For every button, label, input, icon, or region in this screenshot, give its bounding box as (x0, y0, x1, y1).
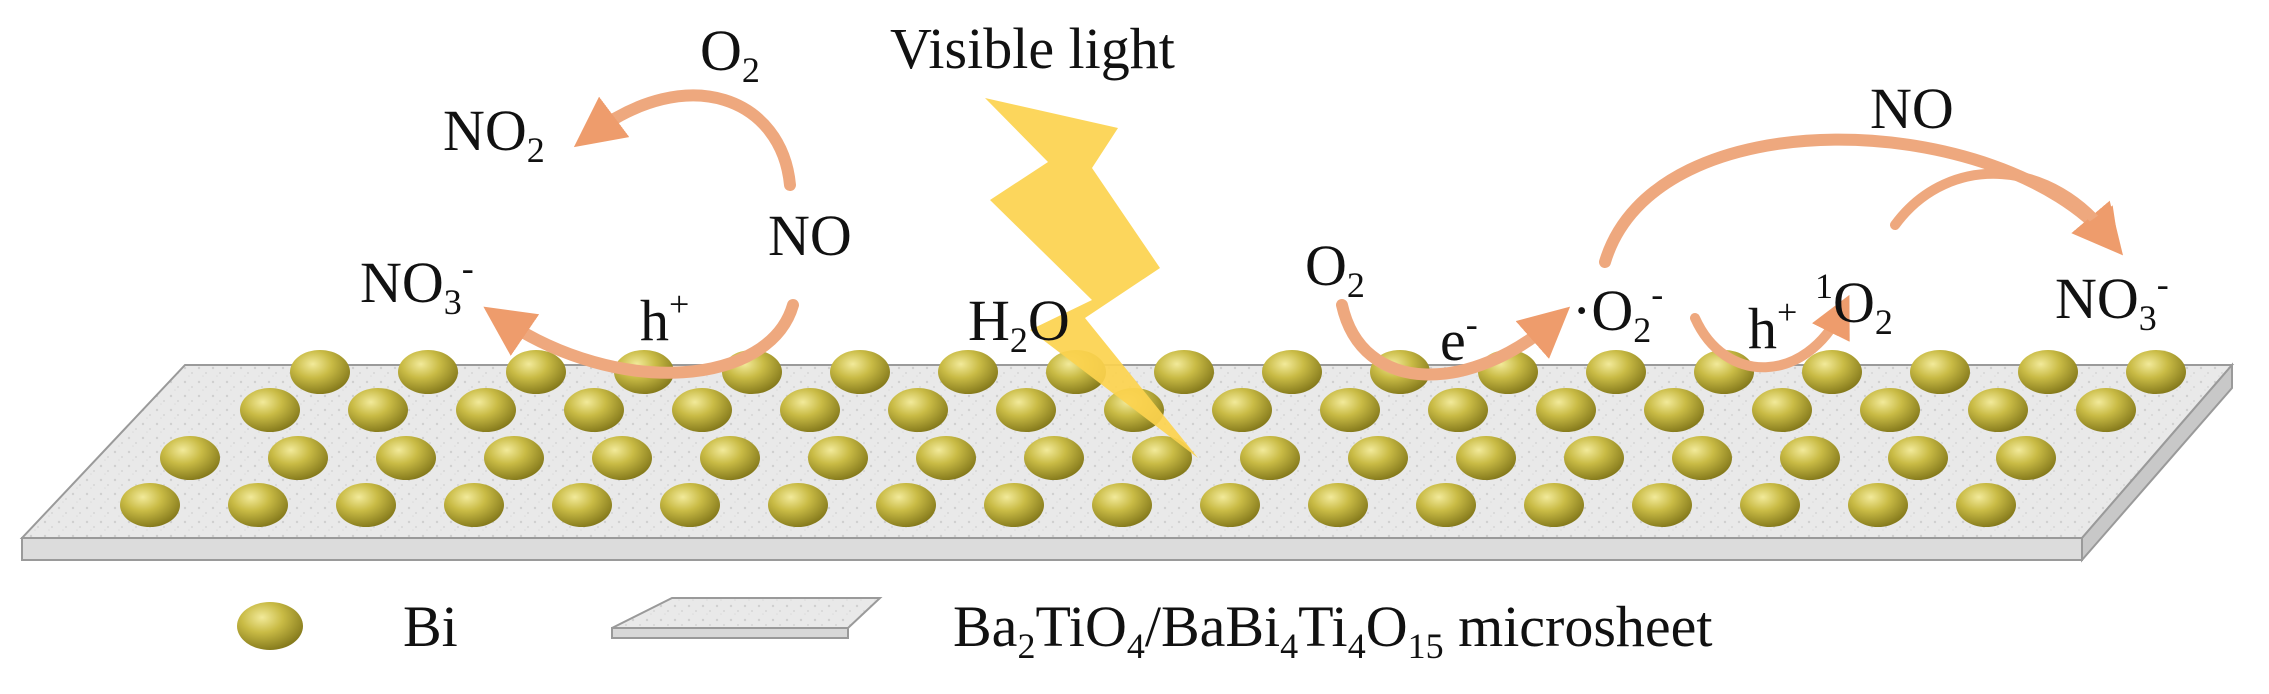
bi-sphere (1996, 436, 2056, 480)
right-no-label: NO (1870, 76, 1954, 141)
bi-sphere (2126, 350, 2186, 394)
bi-sphere (938, 350, 998, 394)
singlet-oxygen-label: 1O2 (1815, 266, 1893, 342)
bi-sphere (268, 436, 328, 480)
legend-bi-sphere-icon (237, 602, 303, 650)
bi-sphere (1586, 350, 1646, 394)
bi-sphere (564, 388, 624, 432)
bi-sphere (700, 436, 760, 480)
bi-sphere (2018, 350, 2078, 394)
reaction-arrows (483, 89, 2124, 381)
bi-sphere (1644, 388, 1704, 432)
bi-sphere (768, 483, 828, 527)
bi-sphere (444, 483, 504, 527)
microsheet-side-face (2081, 362, 2233, 563)
right-hole-label: h+ (1748, 292, 1797, 361)
bi-sphere (290, 350, 350, 394)
bi-sphere (1956, 483, 2016, 527)
bi-sphere (1564, 436, 1624, 480)
bi-sphere (1860, 388, 1920, 432)
bi-sphere (1024, 436, 1084, 480)
bi-sphere (1632, 483, 1692, 527)
bi-sphere (1262, 350, 1322, 394)
bi-sphere (1240, 436, 1300, 480)
chemical-labels: Visible light O2 NO2 NO NO3- h+ H2O O2 e… (360, 16, 2169, 373)
bi-sphere (830, 350, 890, 394)
bi-sphere (398, 350, 458, 394)
arrow-no-to-no3-right-small (1890, 168, 2120, 252)
legend: Bi Ba2TiO4/BaBi4Ti4O15 microsheet (237, 594, 1713, 666)
arrow-o2-to-superoxide (1336, 299, 1571, 381)
visible-light-label: Visible light (890, 16, 1175, 81)
bi-sphere (888, 388, 948, 432)
left-hole-label: h+ (640, 284, 689, 353)
bi-sphere (1132, 436, 1192, 480)
left-no-label: NO (768, 203, 852, 268)
bi-sphere (376, 436, 436, 480)
bi-sphere (1154, 350, 1214, 394)
bi-sphere (1456, 436, 1516, 480)
left-o2-label: O2 (700, 18, 760, 90)
superoxide-label: ·O2- (1572, 274, 1663, 350)
bi-sphere (484, 436, 544, 480)
bi-sphere (984, 483, 1044, 527)
bi-sphere (1320, 388, 1380, 432)
bi-sphere (1092, 483, 1152, 527)
bi-sphere (336, 483, 396, 527)
bi-sphere (1536, 388, 1596, 432)
bi-sphere (1524, 483, 1584, 527)
arrow-no-to-no2 (573, 89, 796, 191)
bi-sphere (1348, 436, 1408, 480)
arrow-no-to-no3 (483, 299, 799, 379)
legend-sheet-icon (611, 597, 883, 629)
bi-sphere (660, 483, 720, 527)
left-no2-label: NO2 (443, 98, 545, 170)
bi-sphere (1910, 350, 1970, 394)
bi-sphere (240, 388, 300, 432)
bi-sphere (1752, 388, 1812, 432)
bi-sphere (1308, 483, 1368, 527)
bi-sphere (1968, 388, 2028, 432)
legend-bi-label: Bi (403, 594, 458, 659)
h2o-label: H2O (968, 288, 1070, 360)
bi-sphere (780, 388, 840, 432)
bi-sphere (1416, 483, 1476, 527)
arrow-superoxide-to-singlet (1690, 294, 1850, 373)
bi-sphere (592, 436, 652, 480)
bi-sphere (456, 388, 516, 432)
bi-sphere (1428, 388, 1488, 432)
bi-sphere (876, 483, 936, 527)
bi-sphere (808, 436, 868, 480)
bi-sphere (552, 483, 612, 527)
bi-sphere (1212, 388, 1272, 432)
bi-sphere (1200, 483, 1260, 527)
electron-label: e- (1440, 304, 1478, 373)
bi-sphere (160, 436, 220, 480)
bi-sphere (348, 388, 408, 432)
bi-sphere (996, 388, 1056, 432)
bi-sphere (1780, 436, 1840, 480)
bi-sphere (672, 388, 732, 432)
bi-sphere (1848, 483, 1908, 527)
bi-sphere (1888, 436, 1948, 480)
legend-sheet-label: Ba2TiO4/BaBi4Ti4O15 microsheet (953, 594, 1713, 666)
right-o2-label: O2 (1305, 233, 1365, 305)
bi-sphere (506, 350, 566, 394)
bi-sphere (1740, 483, 1800, 527)
bi-sphere (1672, 436, 1732, 480)
bi-sphere (228, 483, 288, 527)
bi-sphere (2076, 388, 2136, 432)
lightning-icon (985, 98, 1198, 458)
microsheet-front-face (21, 537, 2083, 561)
legend-sheet-icon-front (611, 627, 849, 639)
bi-sphere (916, 436, 976, 480)
bi-sphere (1802, 350, 1862, 394)
arrow-no-to-no3-right-big (1599, 133, 2124, 268)
left-no3-label: NO3- (360, 248, 474, 322)
right-no3-label: NO3- (2055, 264, 2169, 338)
bi-sphere (120, 483, 180, 527)
